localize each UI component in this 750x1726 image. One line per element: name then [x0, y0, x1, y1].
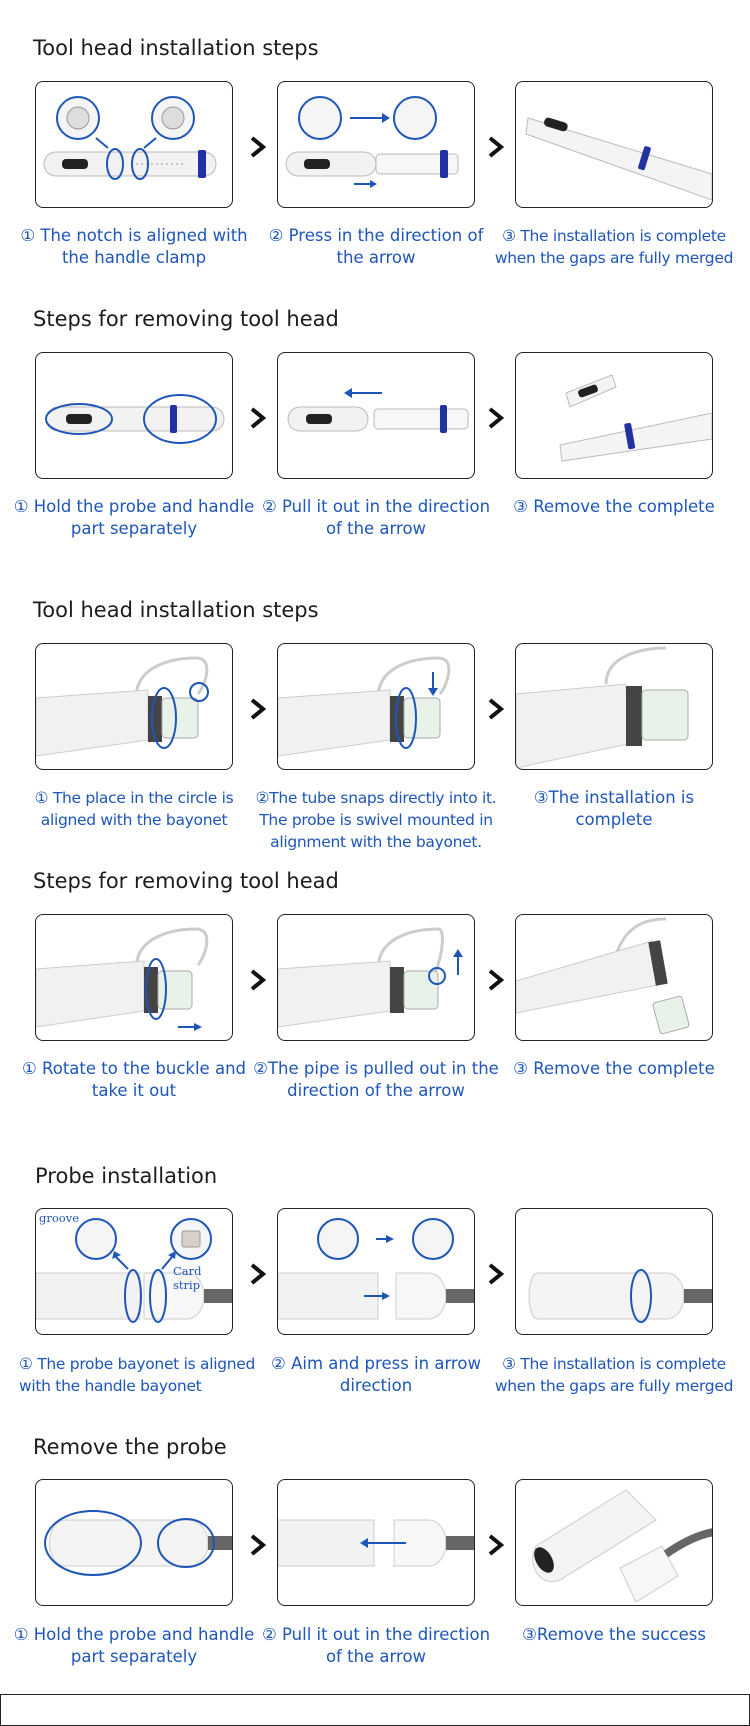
step-illustration-probe-removed: [515, 1479, 713, 1606]
step-illustration-press-direction: [277, 81, 475, 208]
chevron-right-icon: [487, 135, 505, 159]
step-illustration-removed: [515, 352, 713, 479]
step-caption: ③Remove the success: [522, 1625, 706, 1644]
step-caption: ②The pipe is pulled out in the direction…: [253, 1059, 499, 1100]
section-title: Steps for removing tool head: [33, 869, 339, 893]
step-caption: ② Pull it out in the direction of the ar…: [261, 1625, 491, 1666]
step-illustration-probe-bayonet: groove Card strip: [35, 1208, 233, 1335]
chevron-right-icon: [249, 406, 267, 430]
step-caption: ③ Remove the complete: [513, 1059, 715, 1078]
step-caption: ③ Remove the complete: [513, 497, 715, 516]
step-illustration-aim-press: [277, 1208, 475, 1335]
chevron-right-icon: [487, 1262, 505, 1286]
card-strip-label: Card strip: [173, 1264, 202, 1292]
chevron-right-icon: [487, 406, 505, 430]
chevron-right-icon: [487, 1533, 505, 1557]
step-caption: ② Pull it out in the direction of the ar…: [261, 497, 491, 538]
step-illustration-notch-aligned: [35, 81, 233, 208]
chevron-right-icon: [249, 968, 267, 992]
step-caption: ③The installation is complete: [533, 788, 695, 829]
chevron-right-icon: [249, 135, 267, 159]
step-illustration-probe-installed: [515, 1208, 713, 1335]
step-caption: ① Hold the probe and handle part separat…: [13, 1625, 255, 1666]
step-illustration-bayonet-complete: [515, 643, 713, 770]
section-title: Tool head installation steps: [33, 36, 319, 60]
section-title: Steps for removing tool head: [33, 307, 339, 331]
step-caption: ① Hold the probe and handle part separat…: [13, 497, 255, 538]
step-illustration-tool-head-removed: [515, 914, 713, 1041]
step-illustration-tube-snaps: [277, 643, 475, 770]
section-title: Probe installation: [35, 1164, 218, 1188]
step-caption: ① The probe bayonet is aligned with the …: [19, 1355, 256, 1395]
step-caption: ① The place in the circle is aligned wit…: [34, 789, 234, 829]
step-illustration-rotate-buckle: [35, 914, 233, 1041]
step-illustration-pull-probe: [277, 1479, 475, 1606]
step-caption: ② Aim and press in arrow direction: [271, 1354, 481, 1395]
step-caption: ① Rotate to the buckle and take it out: [21, 1059, 246, 1100]
step-caption: ③ The installation is complete when the …: [494, 227, 734, 267]
chevron-right-icon: [249, 697, 267, 721]
groove-label: groove: [39, 1211, 80, 1225]
step-illustration-pull-out: [277, 352, 475, 479]
step-illustration-bayonet-aligned: [35, 643, 233, 770]
step-caption: ① The notch is aligned with the handle c…: [20, 226, 248, 267]
chevron-right-icon: [249, 1262, 267, 1286]
section-title: Tool head installation steps: [33, 598, 319, 622]
chevron-right-icon: [249, 1533, 267, 1557]
step-illustration-pipe-pulled: [277, 914, 475, 1041]
footer-frame: [0, 1694, 750, 1726]
step-caption: ②The tube snaps directly into it. The pr…: [255, 789, 497, 851]
chevron-right-icon: [487, 697, 505, 721]
chevron-right-icon: [487, 968, 505, 992]
step-illustration-installation-complete: [515, 81, 713, 208]
step-caption: ② Press in the direction of the arrow: [268, 226, 484, 267]
step-caption: ③ The installation is complete when the …: [494, 1355, 734, 1395]
step-illustration-hold-probe-handle: [35, 1479, 233, 1606]
step-illustration-hold-separately: [35, 352, 233, 479]
section-title: Remove the probe: [33, 1435, 227, 1459]
